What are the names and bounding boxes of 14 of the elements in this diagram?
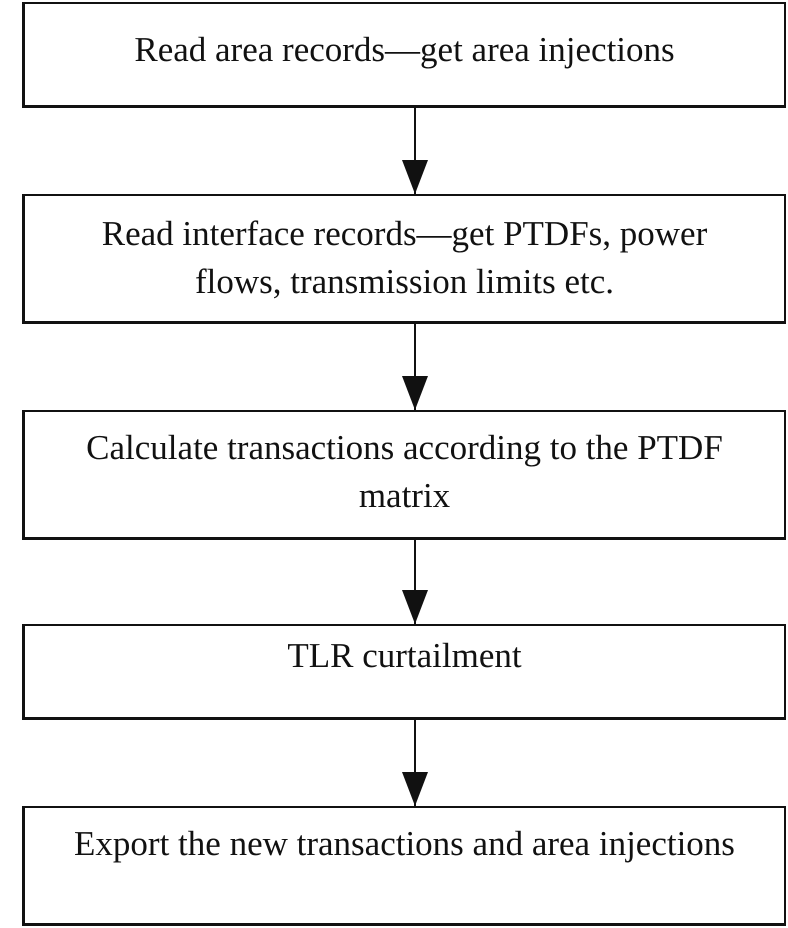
- step-text: TLR curtailment: [287, 635, 522, 677]
- process-box: [22, 410, 786, 540]
- step-text: Export the new transactions and area injections: [74, 823, 735, 865]
- process-box: [22, 2, 786, 108]
- step-text: Read area records—get area injections: [134, 29, 675, 71]
- step-text: Calculate transactions according to the PTDF matrix: [85, 427, 724, 517]
- process-box: [22, 624, 786, 720]
- arrow: [402, 540, 428, 624]
- process-box: [22, 806, 786, 926]
- arrow: [402, 324, 428, 410]
- arrow: [402, 108, 428, 194]
- step-text: Read interface records—get PTDFs, power flows, transmission limits etc.: [100, 213, 708, 303]
- arrow: [402, 720, 428, 806]
- process-box: [22, 194, 786, 324]
